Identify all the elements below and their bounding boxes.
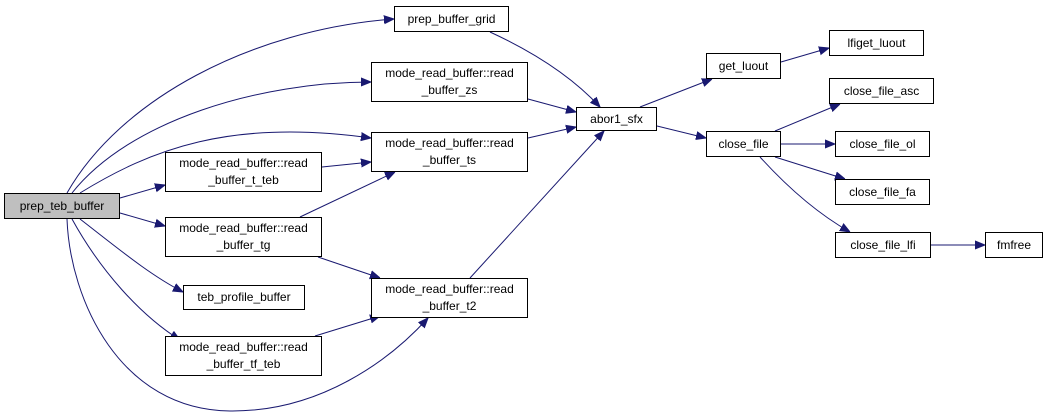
node-label-line: _buffer_zs [421,83,478,97]
node-label-line: abor1_sfx [590,111,643,126]
node-label-line: _buffer_ts [422,153,477,167]
node-close-file-lfi[interactable]: close_file_lfi [835,232,931,258]
node-label: mode_read_buffer::read_buffer_t_teb [179,155,308,189]
node-read-buffer-t-teb[interactable]: mode_read_buffer::read_buffer_t_teb [165,152,322,192]
node-label-line: mode_read_buffer::read [179,221,308,235]
node-close-file-asc[interactable]: close_file_asc [829,78,934,104]
edge-get-luout-to-lfiget-luout [780,48,829,63]
edge-read-buffer-tg-to-read-buffer-ts [299,172,395,218]
node-label: close_file_lfi [850,237,915,254]
node-label-line: _buffer_t2 [422,299,477,313]
node-label-line: prep_teb_buffer [19,198,105,213]
node-close-file[interactable]: close_file [706,131,781,157]
node-label-line: lfiget_luout [847,35,906,50]
edge-prep-teb-buffer-to-read-buffer-t2 [66,218,428,412]
node-label-line: mode_read_buffer::read [385,282,514,296]
node-label-line: close_file_asc [843,83,920,98]
node-label: close_file_asc [844,83,919,100]
edge-close-file-to-close-file-lfi [759,156,850,232]
node-label-line: mode_read_buffer::read [385,66,514,80]
node-label-line: mode_read_buffer::read [179,156,308,170]
edge-prep-teb-buffer-to-teb-profile-buffer [79,218,183,292]
edge-read-buffer-tg-to-read-buffer-t2 [317,256,380,278]
edge-close-file-to-close-file-asc [774,104,840,132]
node-label: mode_read_buffer::read_buffer_tf_teb [179,339,308,373]
edge-abor1-sfx-to-get-luout [639,79,712,108]
node-label: get_luout [719,58,768,75]
node-lfiget-luout[interactable]: lfiget_luout [829,30,924,56]
edge-abor1-sfx-to-close-file [656,125,706,138]
node-close-file-fa[interactable]: close_file_fa [835,179,930,205]
node-fmfree[interactable]: fmfree [985,232,1043,258]
node-read-buffer-tg[interactable]: mode_read_buffer::read_buffer_tg [165,217,322,257]
node-label: abor1_sfx [590,111,643,128]
node-read-buffer-zs[interactable]: mode_read_buffer::read_buffer_zs [371,62,528,102]
node-label: mode_read_buffer::read_buffer_tg [179,220,308,254]
node-label: teb_profile_buffer [197,289,290,306]
node-label: fmfree [997,237,1031,254]
edge-read-buffer-t2-to-abor1-sfx [469,131,604,279]
node-label-line: teb_profile_buffer [197,290,291,304]
node-label-line: fmfree [996,237,1031,252]
node-label-line: mode_read_buffer::read [179,340,308,354]
edge-prep-buffer-grid-to-abor1-sfx [489,31,600,107]
edge-close-file-to-close-file-fa [774,156,845,179]
node-label-line: _buffer_tg [216,238,271,252]
node-label-line: prep_buffer_grid [407,11,496,26]
edge-prep-teb-buffer-to-read-buffer-tf-teb [71,218,180,340]
node-label: close_file [718,136,768,153]
edge-read-buffer-ts-to-abor1-sfx [527,127,576,139]
node-label-line: _buffer_tf_teb [206,357,281,371]
edge-read-buffer-zs-to-abor1-sfx [527,98,576,112]
node-label: mode_read_buffer::read_buffer_ts [385,135,514,169]
node-label: lfiget_luout [847,35,905,52]
edge-prep-teb-buffer-to-read-buffer-ts [79,131,371,194]
node-label: prep_teb_buffer [20,198,105,215]
node-abor1-sfx[interactable]: abor1_sfx [576,107,657,131]
node-label: prep_buffer_grid [408,11,496,28]
edge-prep-teb-buffer-to-prep-buffer-grid [66,19,394,194]
node-label: mode_read_buffer::read_buffer_t2 [385,281,514,315]
node-label-line: get_luout [718,58,769,73]
node-close-file-ol[interactable]: close_file_ol [835,131,930,157]
node-label-line: close_file [718,136,769,151]
node-label: close_file_fa [849,184,916,201]
node-label: close_file_ol [849,136,915,153]
node-teb-profile-buffer[interactable]: teb_profile_buffer [183,285,305,310]
edge-read-buffer-t-teb-to-read-buffer-ts [321,162,371,167]
node-label-line: close_file_ol [849,136,916,151]
node-read-buffer-t2[interactable]: mode_read_buffer::read_buffer_t2 [371,278,528,318]
node-prep-teb-buffer: prep_teb_buffer [4,193,120,219]
node-get-luout[interactable]: get_luout [706,53,781,79]
node-prep-buffer-grid[interactable]: prep_buffer_grid [394,6,509,32]
edge-read-buffer-tf-teb-to-read-buffer-t2 [314,316,380,337]
edge-prep-teb-buffer-to-read-buffer-t-teb [119,185,165,199]
node-read-buffer-ts[interactable]: mode_read_buffer::read_buffer_ts [371,132,528,172]
edge-prep-teb-buffer-to-read-buffer-tg [119,212,165,226]
node-label: mode_read_buffer::read_buffer_zs [385,65,514,99]
node-label-line: close_file_lfi [850,237,916,252]
node-label-line: mode_read_buffer::read [385,136,514,150]
node-label-line: close_file_fa [849,184,916,199]
node-read-buffer-tf-teb[interactable]: mode_read_buffer::read_buffer_tf_teb [165,336,322,376]
node-label-line: _buffer_t_teb [208,173,279,187]
edge-prep-teb-buffer-to-read-buffer-zs [71,82,371,194]
